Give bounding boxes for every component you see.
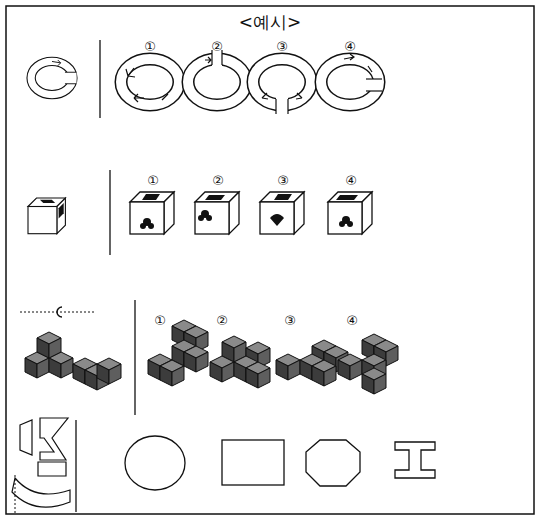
choice-number: ①	[154, 314, 166, 327]
choice-number: ②	[212, 174, 224, 187]
example-heading: <예시>	[239, 14, 302, 31]
choice-number: ③	[284, 314, 296, 327]
choice-number: ③	[277, 174, 289, 187]
choice-number: ①	[147, 174, 159, 187]
choice-number: ④	[345, 174, 357, 187]
choice-number: ④	[346, 314, 358, 327]
choice-number: ②	[211, 40, 223, 53]
choice-number: ③	[276, 40, 288, 53]
choice-number: ④	[344, 40, 356, 53]
choice-number: ②	[216, 314, 228, 327]
choice-number: ①	[144, 40, 156, 53]
